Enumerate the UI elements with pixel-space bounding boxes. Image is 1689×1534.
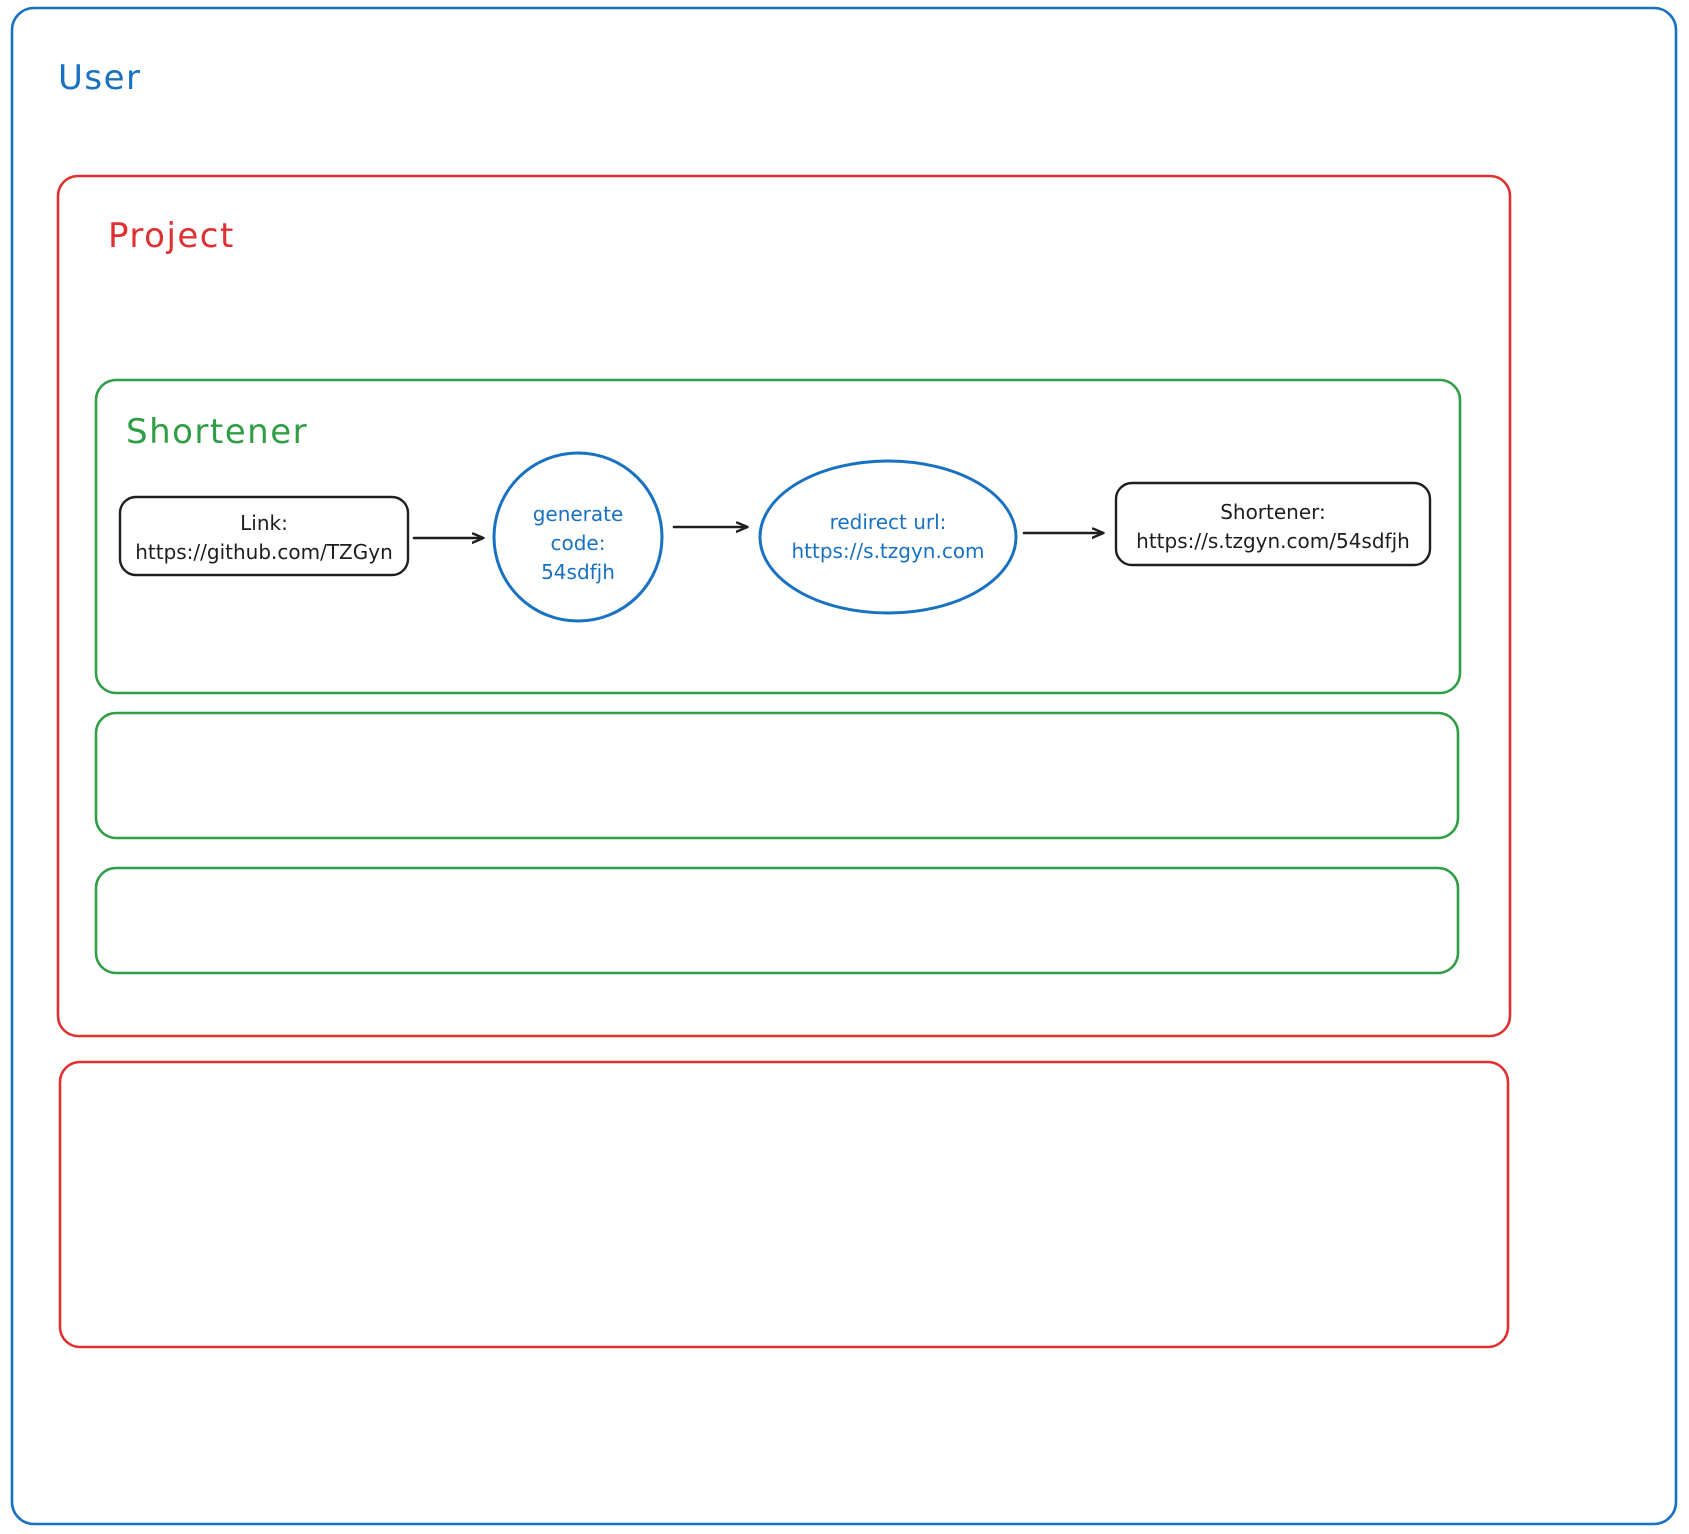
redirect-url-node-line-1: redirect url:: [829, 510, 947, 534]
generate-code-node-line-1: generate: [532, 502, 624, 526]
shortener-node-text: Shortener: https://s.tzgyn.com/54sdfjh: [1116, 498, 1430, 556]
user-group-label: User: [58, 58, 142, 98]
shortener-group-border: [94, 378, 1462, 695]
user-group-border: [10, 6, 1678, 1526]
generate-code-node-line-3: 54sdfjh: [541, 560, 615, 584]
project-group-label: Project: [108, 216, 235, 256]
project-group-border: [56, 174, 1512, 1038]
redirect-url-node-shape[interactable]: [758, 459, 1018, 615]
generate-code-node-text: generate code: 54sdfjh: [494, 500, 662, 587]
shortener-node-shape[interactable]: [1114, 481, 1432, 567]
empty-red-box-1: [58, 1060, 1510, 1349]
shortener-node-line-2: https://s.tzgyn.com/54sdfjh: [1136, 529, 1410, 553]
link-node-shape[interactable]: [118, 495, 410, 577]
link-node-text: Link: https://github.com/TZGyn: [120, 509, 408, 567]
link-node-line-1: Link:: [240, 511, 288, 535]
empty-green-box-2: [94, 866, 1460, 975]
link-node-line-2: https://github.com/TZGyn: [135, 540, 393, 564]
redirect-url-node-text: redirect url: https://s.tzgyn.com: [760, 508, 1016, 566]
shortener-group-label: Shortener: [126, 412, 309, 452]
generate-code-node-line-2: code:: [550, 531, 606, 555]
redirect-url-node-line-2: https://s.tzgyn.com: [791, 539, 985, 563]
shortener-node-line-1: Shortener:: [1220, 500, 1326, 524]
empty-green-box-1: [94, 711, 1460, 840]
generate-code-node-shape[interactable]: [492, 451, 664, 623]
